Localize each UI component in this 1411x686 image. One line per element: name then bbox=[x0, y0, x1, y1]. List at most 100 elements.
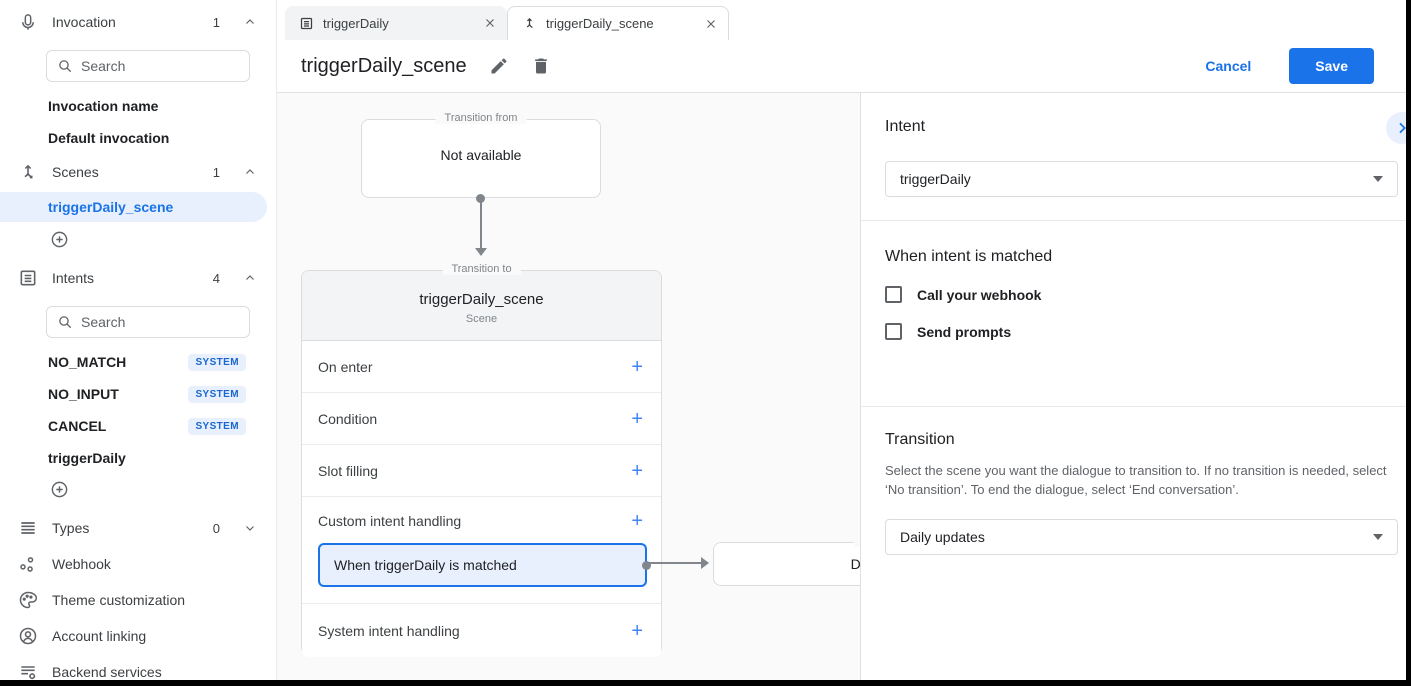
search-icon bbox=[57, 58, 73, 74]
sidebar-section-types[interactable]: Types 0 bbox=[0, 510, 276, 546]
send-prompts-checkbox[interactable] bbox=[885, 323, 902, 340]
invocation-search-input[interactable] bbox=[81, 58, 239, 74]
edit-icon[interactable] bbox=[489, 56, 509, 76]
system-badge: SYSTEM bbox=[188, 353, 246, 371]
search-icon bbox=[57, 314, 73, 330]
transition-section: Transition Select the scene you want the… bbox=[861, 407, 1406, 555]
close-icon[interactable] bbox=[483, 16, 497, 30]
intent-handler-chip-selected[interactable]: When triggerDaily is matched bbox=[318, 543, 651, 587]
row-label: Condition bbox=[318, 410, 378, 427]
page-title: triggerDaily_scene bbox=[301, 54, 467, 77]
sidebar-item-no-input[interactable]: NO_INPUT SYSTEM bbox=[0, 378, 276, 410]
intent-icon bbox=[18, 268, 38, 288]
add-icon[interactable]: + bbox=[631, 459, 643, 482]
intent-heading: Intent bbox=[885, 118, 926, 135]
item-label: NO_INPUT bbox=[48, 386, 119, 402]
transition-from-box: Transition from Not available bbox=[361, 112, 601, 198]
send-prompts-option[interactable]: Send prompts bbox=[885, 323, 1406, 340]
system-badge: SYSTEM bbox=[188, 385, 246, 403]
checkbox-label: Send prompts bbox=[917, 323, 1012, 340]
webhook-icon bbox=[18, 554, 38, 574]
call-webhook-option[interactable]: Call your webhook bbox=[885, 286, 1406, 303]
sidebar-item-cancel[interactable]: CANCEL SYSTEM bbox=[0, 410, 276, 442]
chevron-up-icon[interactable] bbox=[244, 272, 256, 284]
save-button[interactable]: Save bbox=[1289, 48, 1374, 84]
section-label: Intents bbox=[52, 270, 95, 286]
row-system-intent-handling[interactable]: System intent handling + bbox=[302, 604, 661, 657]
tab-bar: triggerDaily triggerDaily_scene bbox=[277, 0, 1406, 40]
row-custom-intent-handling[interactable]: Custom intent handling + When triggerDai… bbox=[302, 497, 661, 604]
item-label: NO_MATCH bbox=[48, 354, 127, 370]
row-on-enter[interactable]: On enter + bbox=[302, 341, 661, 393]
transition-select[interactable]: Daily updates bbox=[885, 519, 1398, 555]
tab-triggerdaily-scene[interactable]: triggerDaily_scene bbox=[507, 6, 729, 40]
sidebar-item-theme-customization[interactable]: Theme customization bbox=[0, 582, 276, 618]
item-label: Account linking bbox=[52, 628, 147, 644]
scene-icon bbox=[522, 16, 537, 31]
intent-detail-panel: Intent triggerDaily When intent is match… bbox=[860, 93, 1411, 680]
add-icon[interactable]: + bbox=[631, 355, 643, 378]
sidebar-item-invocation-name[interactable]: Invocation name bbox=[0, 90, 276, 122]
scene-icon bbox=[18, 162, 38, 182]
cancel-button[interactable]: Cancel bbox=[1205, 58, 1252, 74]
delete-icon[interactable] bbox=[531, 56, 551, 76]
sidebar-item-triggerdaily-scene[interactable]: triggerDaily_scene bbox=[0, 192, 267, 222]
add-intent-button[interactable] bbox=[0, 474, 276, 504]
row-condition[interactable]: Condition + bbox=[302, 393, 661, 445]
sidebar-item-triggerdaily[interactable]: triggerDaily bbox=[0, 442, 276, 474]
intents-search-input[interactable] bbox=[81, 314, 239, 330]
main-area: triggerDaily triggerDaily_scene triggerD… bbox=[277, 0, 1411, 680]
window-edge-bottom bbox=[0, 680, 1411, 686]
item-label: triggerDaily_scene bbox=[48, 199, 174, 215]
chevron-right-icon bbox=[1399, 122, 1406, 134]
sidebar-section-scenes[interactable]: Scenes 1 bbox=[0, 154, 276, 190]
section-count: 0 bbox=[212, 520, 220, 536]
chevron-up-icon[interactable] bbox=[244, 166, 256, 178]
intent-icon bbox=[299, 16, 314, 31]
when-matched-section: When intent is matched Call your webhook… bbox=[861, 221, 1406, 407]
chevron-down-icon[interactable] bbox=[244, 522, 256, 534]
add-circle-icon bbox=[50, 230, 69, 249]
add-circle-icon bbox=[50, 480, 69, 499]
add-icon[interactable]: + bbox=[631, 407, 643, 430]
add-scene-button[interactable] bbox=[0, 224, 276, 254]
transition-description: Select the scene you want the dialogue t… bbox=[885, 463, 1387, 497]
call-webhook-checkbox[interactable] bbox=[885, 286, 902, 303]
chevron-up-icon[interactable] bbox=[244, 16, 256, 28]
dropdown-caret-icon bbox=[1373, 534, 1383, 540]
sidebar-item-backend-services[interactable]: Backend services bbox=[0, 654, 276, 686]
intents-search[interactable] bbox=[46, 306, 250, 338]
connector-dot bbox=[642, 561, 651, 570]
window-edge-right bbox=[1406, 0, 1411, 686]
tab-triggerdaily[interactable]: triggerDaily bbox=[285, 6, 507, 40]
sidebar-item-webhook[interactable]: Webhook bbox=[0, 546, 276, 582]
flow-canvas[interactable]: Transition from Not available Transition… bbox=[277, 93, 1073, 680]
invocation-search[interactable] bbox=[46, 50, 250, 82]
sidebar-item-default-invocation[interactable]: Default invocation bbox=[0, 122, 276, 154]
close-icon[interactable] bbox=[704, 17, 718, 31]
section-label: Types bbox=[52, 520, 90, 536]
system-badge: SYSTEM bbox=[188, 417, 246, 435]
item-label: CANCEL bbox=[48, 418, 107, 434]
transition-from-value: Not available bbox=[440, 146, 522, 163]
sidebar-item-no-match[interactable]: NO_MATCH SYSTEM bbox=[0, 346, 276, 378]
microphone-icon bbox=[18, 12, 38, 32]
item-label: Backend services bbox=[52, 664, 162, 680]
sidebar-section-invocation[interactable]: Invocation 1 bbox=[0, 4, 276, 40]
add-icon[interactable]: + bbox=[631, 510, 643, 532]
section-count: 1 bbox=[212, 164, 220, 180]
when-matched-heading: When intent is matched bbox=[885, 248, 1053, 265]
scene-node-card: Transition to triggerDaily_scene Scene O… bbox=[301, 263, 662, 657]
intent-select-value: triggerDaily bbox=[900, 171, 971, 187]
add-icon[interactable]: + bbox=[631, 619, 643, 642]
scene-editor-content: Transition from Not available Transition… bbox=[277, 93, 1411, 680]
sidebar-item-account-linking[interactable]: Account linking bbox=[0, 618, 276, 654]
intent-select[interactable]: triggerDaily bbox=[885, 161, 1398, 197]
row-slot-filling[interactable]: Slot filling + bbox=[302, 445, 661, 497]
connector-arrowhead-right bbox=[701, 557, 709, 569]
transition-to-legend: Transition to bbox=[442, 263, 521, 275]
types-icon bbox=[18, 518, 38, 538]
sidebar-section-intents[interactable]: Intents 4 bbox=[0, 260, 276, 296]
item-label: Invocation name bbox=[48, 98, 159, 114]
section-label: Scenes bbox=[52, 164, 99, 180]
